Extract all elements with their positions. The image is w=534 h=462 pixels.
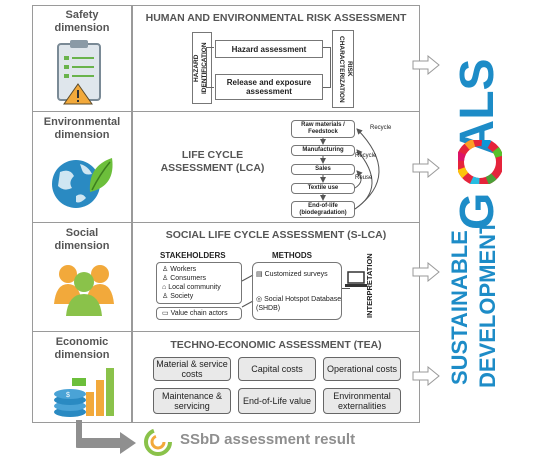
people-icon [54,265,114,316]
arrow-right-icon [412,262,440,282]
environmental-dimension-title: Environmental dimension [43,116,121,141]
bracket-line [323,47,331,48]
row-divider [32,111,420,112]
arrow-right-icon [412,158,440,178]
stakeholder-society: ♙ Society [162,293,194,300]
ssbd-result-label: SSbD assessment result [180,431,356,448]
globe-leaf-icon [52,158,113,208]
tea-capital-costs: Capital costs [238,357,316,381]
arrow-right-icon [412,55,440,75]
sdg-wheel-icon [458,140,502,184]
bracket-line [323,87,331,88]
economic-dimension-title: Economic dimension [54,336,110,361]
down-right-arrow-icon [76,420,136,454]
stakeholder-workers: ♙ Workers [162,266,197,273]
safety-section-title: HUMAN AND ENVIRONMENTAL RISK ASSESSMENT [145,12,407,24]
stakeholder-method-arrows [241,274,254,308]
stakeholders-title: STAKEHOLDERS [160,251,226,260]
arrow-right-icon [412,366,440,386]
sdg-development-text: DEVELOPMENT [475,220,500,388]
methods-box [252,262,342,320]
release-exposure-box: Release and exposure assessment [215,74,323,100]
hazard-assessment-box: Hazard assessment [215,40,323,58]
lca-step-manufacturing: Manufacturing [291,145,355,156]
value-chain-actors-box: ▭ Value chain actors [156,307,242,320]
row-divider [32,331,420,332]
bracket-line [206,47,214,48]
risk-characterization-label: RISK CHARACTERIZATION [332,30,354,108]
social-dimension-title: Social dimension [54,227,110,252]
methods-connector [342,288,350,289]
lca-step-end-of-life: End-of-life (biodegradation) [291,201,355,218]
reuse-label: Reuse [355,175,373,181]
tea-material-service-costs: Material & service costs [153,357,231,381]
bracket-line [330,47,331,88]
interpretation-label: INTERPRETATION [365,253,374,319]
lca-step-sales: Sales [291,164,355,175]
stakeholders-box [156,262,242,304]
bracket-line [206,87,214,88]
clipboard-warning-icon [57,40,101,105]
tea-environmental-externalities: Environmental externalities [323,388,401,414]
laptop-icon [345,271,367,287]
stakeholder-local-community: ⌂ Local community [162,284,221,291]
svg-text:$: $ [66,392,70,399]
tea-end-of-life-value: End-of-Life value [238,388,316,414]
lca-step-raw-materials: Raw materials / Feedstock [291,120,355,138]
tea-section-title: TECHNO-ECONOMIC ASSESSMENT (TEA) [170,339,382,351]
safety-dimension-title: Safety dimension [54,9,110,34]
method-shdb: ◎ Social Hotspot Database (SHDB) [256,296,342,312]
tea-operational-costs: Operational costs [323,357,401,381]
recycle-label-1: Recycle [370,125,392,131]
hazard-identification-label: HAZARD IDENTIFICATION [192,32,212,104]
recycle-label-2: Recycle [355,153,377,159]
row-divider [32,222,420,223]
method-customized-surveys: ▤ Customized surveys [256,271,328,278]
tea-maintenance-servicing: Maintenance & servicing [153,388,231,414]
methods-title: METHODS [272,251,312,260]
bracket-line [206,47,207,88]
lca-section-title: LIFE CYCLE ASSESSMENT (LCA) [160,149,265,174]
ssbd-swirl-icon [144,428,172,456]
lca-flow-arrows [320,128,380,210]
coins-chart-icon: $ [54,368,114,417]
sdg-sustainable-text: SUSTAINABLE [447,230,472,386]
stakeholder-consumers: ♙ Consumers [162,275,207,282]
slca-section-title: SOCIAL LIFE CYCLE ASSESSMENT (S-LCA) [165,229,387,241]
lca-step-textile-use: Textile use [291,183,355,194]
